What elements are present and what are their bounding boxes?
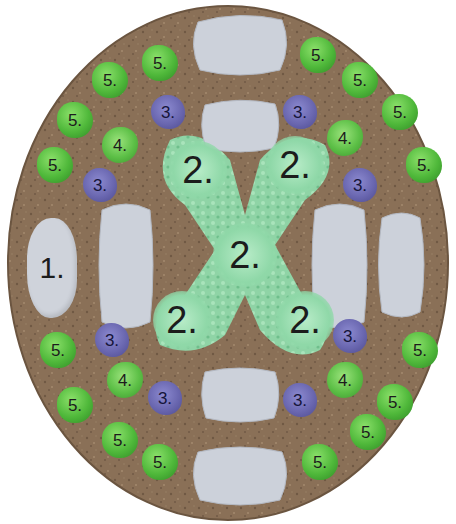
callout-number: 1. (39, 253, 64, 283)
ground-cover-plant: 2. (169, 141, 227, 199)
callout-number: 5. (311, 47, 325, 64)
callout-number: 5. (153, 454, 167, 471)
callout-number: 5. (103, 72, 117, 89)
flower-plant: 3. (148, 381, 182, 415)
flower-plant: 3. (343, 168, 377, 202)
callout-number: 3. (353, 177, 367, 194)
callout-number: 3. (158, 390, 172, 407)
callout-number: 3. (93, 177, 107, 194)
callout-number: 5. (417, 157, 431, 174)
callout-number: 5. (353, 72, 367, 89)
shrub-plant: 5. (342, 62, 378, 98)
shrub-plant: 4. (107, 362, 143, 398)
flower-plant: 3. (95, 323, 129, 357)
callout-number: 4. (338, 130, 352, 147)
callout-number: 4. (118, 372, 132, 389)
shrub-plant: 5. (300, 37, 336, 73)
shrub-plant: 4. (327, 120, 363, 156)
shrub-plant: 4. (327, 362, 363, 398)
callout-number: 5. (413, 342, 427, 359)
callout-number: 5. (313, 454, 327, 471)
flower-plant: 3. (333, 319, 367, 353)
callout-number: 5. (113, 432, 127, 449)
callout-number: 5. (388, 394, 402, 411)
ground-cover (156, 136, 330, 355)
callout-number: 2. (182, 151, 214, 189)
shrub-plant: 5. (406, 147, 442, 183)
callout-number: 3. (105, 332, 119, 349)
shrub-plant: 5. (377, 384, 413, 420)
flower-plant: 3. (283, 383, 317, 417)
ground-cover-plant: 2. (276, 291, 334, 349)
shrub-plant: 5. (57, 102, 93, 138)
ground-cover-plant: 2. (153, 291, 211, 349)
callout-number: 2. (289, 301, 321, 339)
callout-number: 3. (293, 104, 307, 121)
callout-number: 2. (229, 236, 261, 274)
callout-number: 5. (68, 112, 82, 129)
shrub-plant: 5. (102, 422, 138, 458)
callout-number: 5. (153, 55, 167, 72)
flower-plant: 3. (283, 95, 317, 129)
shrub-plant: 5. (37, 147, 73, 183)
callout-number: 5. (48, 157, 62, 174)
stepping-stone: 1. (27, 218, 77, 318)
shrub-plant: 5. (382, 94, 418, 130)
soil-bed (8, 6, 448, 520)
stepping-stone (99, 15, 424, 505)
callout-number: 3. (293, 392, 307, 409)
callout-number: 5. (393, 104, 407, 121)
callout-number: 5. (361, 424, 375, 441)
shrub-plant: 5. (142, 444, 178, 480)
shrub-plant: 5. (40, 332, 76, 368)
shrub-plant: 5. (302, 444, 338, 480)
callout-number: 4. (113, 137, 127, 154)
shrub-plant: 5. (350, 414, 386, 450)
callout-number: 3. (161, 104, 175, 121)
shrub-plant: 5. (92, 62, 128, 98)
ground-cover-plant: 2. (266, 136, 324, 194)
flower-plant: 3. (83, 168, 117, 202)
ground-cover-plant: 2. (213, 223, 277, 287)
flower-plant: 3. (151, 95, 185, 129)
callout-number: 4. (338, 372, 352, 389)
shrub-plant: 5. (142, 45, 178, 81)
shrub-plant: 5. (57, 387, 93, 423)
callout-number: 5. (51, 342, 65, 359)
callout-number: 3. (343, 328, 357, 345)
callout-number: 5. (68, 397, 82, 414)
shrub-plant: 5. (402, 332, 438, 368)
callout-number: 2. (166, 301, 198, 339)
callout-number: 2. (279, 146, 311, 184)
shrub-plant: 4. (102, 127, 138, 163)
